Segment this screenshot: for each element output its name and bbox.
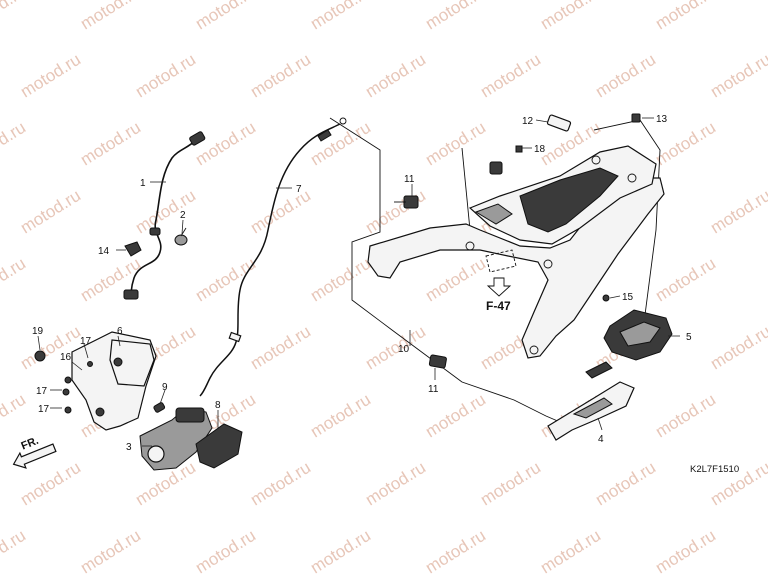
watermark-text: motod.ru <box>652 390 719 442</box>
watermark-text: motod.ru <box>477 458 544 510</box>
watermark-text: motod.ru <box>362 322 429 374</box>
watermark-text: motod.ru <box>362 186 429 238</box>
callout-8: 8 <box>215 400 221 411</box>
watermark-text: motod.ru <box>707 322 768 374</box>
callout-3: 3 <box>126 442 132 453</box>
watermark-text: motod.ru <box>132 50 199 102</box>
watermark-text: motod.ru <box>0 390 29 442</box>
watermark-text: motod.ru <box>247 50 314 102</box>
callout-7: 7 <box>296 184 302 195</box>
callout-11-upper: 11 <box>404 174 415 185</box>
watermark-text: motod.ru <box>247 322 314 374</box>
watermark-text: motod.ru <box>0 0 29 33</box>
watermark-text: motod.ru <box>307 0 374 33</box>
watermark-text: motod.ru <box>307 118 374 170</box>
watermark-text: motod.ru <box>707 186 768 238</box>
wire-harness-part <box>123 131 206 300</box>
front-direction-arrow: FR. <box>12 435 57 469</box>
bolt-11-upper <box>394 195 419 209</box>
watermark-text: motod.ru <box>17 50 84 102</box>
watermark-text: motod.ru <box>307 526 374 576</box>
watermark-text: motod.ru <box>362 50 429 102</box>
reference-label: F-47 <box>486 299 511 313</box>
watermark-text: motod.ru <box>652 118 719 170</box>
lock-module-part <box>603 309 673 361</box>
diagram-code: K2L7F1510 <box>690 464 739 475</box>
callouts: 1 2 3 4 5 6 7 8 9 10 11 11 12 13 14 15 1… <box>32 114 692 453</box>
leader-lines <box>37 117 680 447</box>
watermark-text: motod.ru <box>652 526 719 576</box>
actuator-part <box>139 407 213 471</box>
watermark-text: motod.ru <box>0 526 29 576</box>
callout-17-top: 17 <box>80 336 92 347</box>
watermark-text: motod.ru <box>422 254 489 306</box>
watermark-text: motod.ru <box>652 0 719 33</box>
watermark-text: motod.ru <box>537 526 604 576</box>
watermark-text: motod.ru <box>192 526 259 576</box>
callout-10: 10 <box>398 344 410 355</box>
watermark-text: motod.ru <box>17 186 84 238</box>
watermark-text: motod.ru <box>592 50 659 102</box>
watermark-text: motod.ru <box>362 458 429 510</box>
callout-1: 1 <box>140 178 146 189</box>
watermark-text: motod.ru <box>17 458 84 510</box>
watermark-text: motod.ru <box>0 254 29 306</box>
callout-17-mid: 17 <box>36 386 48 397</box>
watermark-text: motod.ru <box>422 118 489 170</box>
watermark-text: motod.ru <box>77 118 144 170</box>
callout-11-lower: 11 <box>428 384 439 395</box>
watermark-text: motod.ru <box>247 458 314 510</box>
callout-2: 2 <box>180 210 186 221</box>
callout-6: 6 <box>117 326 123 337</box>
bracket-part <box>34 331 157 431</box>
watermark-text: motod.ru <box>707 50 768 102</box>
callout-4: 4 <box>598 434 604 445</box>
cover-part <box>195 423 243 469</box>
watermark-text: motod.ru <box>192 0 259 33</box>
watermark-text: motod.ru <box>537 0 604 33</box>
watermark-text: motod.ru <box>422 526 489 576</box>
clamp-part <box>124 241 142 257</box>
callout-18: 18 <box>534 144 546 155</box>
reference-f47: F-47 <box>485 249 517 313</box>
watermark-text: motod.ru <box>307 254 374 306</box>
bolt-18 <box>515 145 523 153</box>
callout-13: 13 <box>656 114 668 125</box>
watermark-text: motod.ru <box>422 390 489 442</box>
callout-14: 14 <box>98 246 110 257</box>
callout-16: 16 <box>60 352 72 363</box>
watermark-text: motod.ru <box>422 0 489 33</box>
watermark-text: motod.ru <box>77 526 144 576</box>
callout-9: 9 <box>162 382 168 393</box>
clip-part-15 <box>602 294 610 302</box>
clip-part <box>174 227 188 246</box>
callout-17-low: 17 <box>38 404 50 415</box>
bolts <box>394 113 641 369</box>
bolt-12b <box>489 161 503 175</box>
callout-15: 15 <box>622 292 634 303</box>
watermark-text: motod.ru <box>0 118 29 170</box>
carrier-rack-part <box>367 145 665 359</box>
watermark-text: motod.ru <box>477 50 544 102</box>
watermark-text: motod.ru <box>652 254 719 306</box>
lower-cover-part <box>547 361 635 441</box>
bolt-13 <box>631 113 641 123</box>
watermark-text: motod.ru <box>192 254 259 306</box>
bolt-part-9 <box>153 402 166 413</box>
watermark-text: motod.ru <box>247 186 314 238</box>
watermark-text: motod.ru <box>307 390 374 442</box>
watermark-text: motod.ru <box>132 186 199 238</box>
callout-12: 12 <box>522 116 534 127</box>
watermark-text: motod.ru <box>592 458 659 510</box>
callout-5: 5 <box>686 332 692 343</box>
watermark-text: motod.ru <box>192 118 259 170</box>
bolt-12 <box>546 114 572 132</box>
watermark-text: motod.ru <box>77 0 144 33</box>
callout-19: 19 <box>32 326 44 337</box>
bolt-11-lower <box>428 354 447 369</box>
release-cable-part <box>199 117 347 397</box>
